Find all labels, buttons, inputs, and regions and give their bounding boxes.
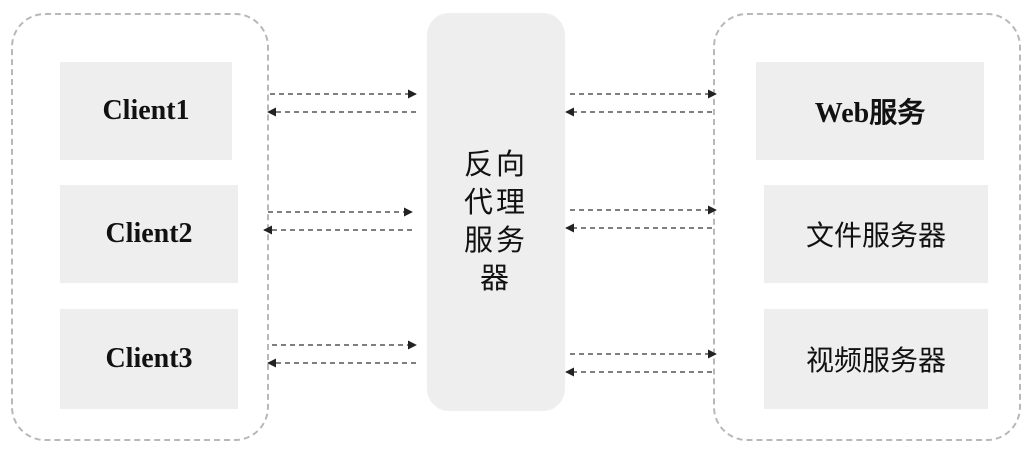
client-1-label: Client1 [102,95,190,126]
file-server-box: 文件服务器 [764,185,988,283]
client-3-label: Client3 [105,343,193,374]
client-3-box: Client3 [60,309,238,409]
servers-group [713,13,1021,441]
reverse-proxy-label: 反向代理服务器 [463,147,528,295]
file-server-label: 文件服务器 [805,219,946,252]
web-server-label: Web服务 [814,98,926,129]
reverse-proxy-box: 反向代理服务器 [427,13,565,411]
client-1-box: Client1 [60,62,232,160]
video-server-box: 视频服务器 [764,309,988,409]
client-2-label: Client2 [105,218,193,249]
client-2-box: Client2 [60,185,238,283]
web-server-box: Web服务 [756,62,984,160]
video-server-label: 视频服务器 [805,344,946,377]
